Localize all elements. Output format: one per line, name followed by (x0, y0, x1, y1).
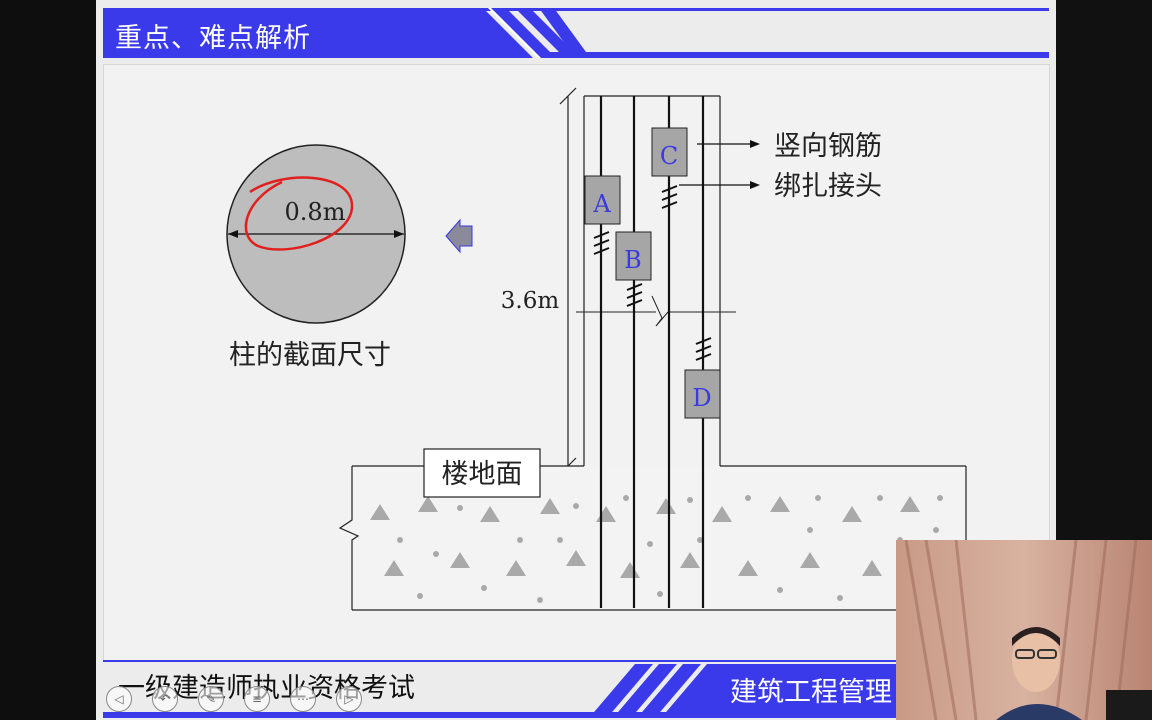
svg-text:C: C (660, 142, 678, 170)
pen-icon[interactable]: ✎ (198, 686, 224, 712)
svg-text:B: B (624, 246, 642, 274)
svg-text:A: A (592, 190, 611, 218)
height-label: 3.6m (501, 288, 560, 314)
more-icon[interactable]: ⋯ (290, 686, 316, 712)
svg-text:D: D (692, 384, 711, 412)
left-arrow-icon (445, 218, 473, 254)
prev-icon[interactable]: ◁ (106, 686, 132, 712)
red-circle-annotation (244, 176, 354, 251)
presenter-webcam (896, 540, 1152, 720)
footer-course-title: 建筑工程管理 (730, 677, 892, 708)
vertical-rebar-label: 竖向钢筋 (774, 131, 882, 162)
back-icon[interactable]: ↶ (152, 686, 178, 712)
box-a (584, 175, 621, 225)
floor-label-box (423, 448, 541, 498)
box-c (651, 127, 688, 177)
left-letterbox (0, 0, 96, 720)
slide-title: 重点、难点解析 (115, 23, 311, 54)
diameter-label: 0.8m (285, 198, 346, 226)
box-d (684, 369, 721, 419)
floor-label: 楼地面 (442, 459, 523, 490)
menu-icon[interactable]: ≡ (244, 686, 270, 712)
header-bar (103, 8, 1049, 58)
box-b (615, 231, 652, 281)
next-icon[interactable]: ▷ (336, 686, 362, 712)
tie-joint-label: 绑扎接头 (774, 171, 882, 202)
circle-caption: 柱的截面尺寸 (229, 340, 391, 371)
